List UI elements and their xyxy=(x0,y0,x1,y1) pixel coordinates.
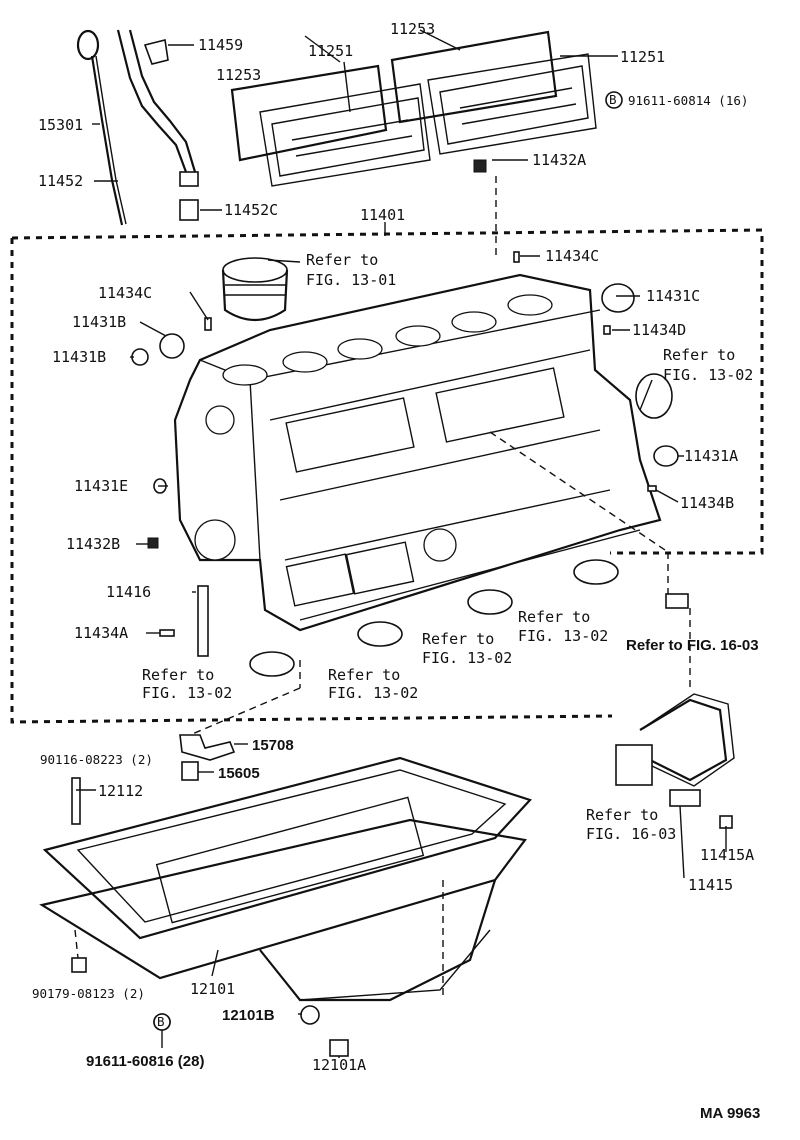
label-91611-60816: 91611-60816 (28) xyxy=(86,1053,204,1070)
b-badge-icon: B xyxy=(153,1013,171,1031)
label-91611-60814: 91611-60814 (16) xyxy=(628,93,748,108)
label-11452: 11452 xyxy=(38,172,83,190)
label-11251-left: 11251 xyxy=(308,42,353,60)
label-11431c: 11431C xyxy=(646,287,700,305)
label-90179-08123: 90179-08123 (2) xyxy=(32,986,145,1001)
cylinder-block xyxy=(173,273,662,632)
bearings xyxy=(249,559,619,677)
figure-code: MA 9963 xyxy=(700,1105,760,1122)
label-15605: 15605 xyxy=(218,765,260,782)
side-cover-gaskets xyxy=(230,30,597,187)
label-11434d: 11434D xyxy=(632,321,686,339)
piston xyxy=(221,257,289,321)
label-11431b-upper: 11431B xyxy=(72,313,126,331)
label-11452c: 11452C xyxy=(224,201,278,219)
label-ref-16-03-line1: Refer to xyxy=(586,806,658,824)
label-11431a: 11431A xyxy=(684,447,738,465)
badge-b-text: B xyxy=(157,1014,165,1029)
label-11459: 11459 xyxy=(198,36,243,54)
label-11253-left: 11253 xyxy=(216,66,261,84)
label-ref-13-02-mid-line2: FIG. 13-02 xyxy=(328,684,418,702)
label-ref-13-02-right-line2: FIG. 13-02 xyxy=(663,366,753,384)
label-ref-13-02-mid-line1: Refer to xyxy=(328,666,400,684)
label-ref-13-02-c2-line2: FIG. 13-02 xyxy=(518,627,608,645)
fuel-pipes xyxy=(615,593,735,829)
b-badge-icon: B xyxy=(605,91,623,109)
label-12112: 12112 xyxy=(98,782,143,800)
label-15301: 15301 xyxy=(38,116,83,134)
oil-nozzle-bracket xyxy=(179,734,236,781)
oil-level-gauge-guide xyxy=(116,29,199,221)
cylinder-block-assembly-boundary xyxy=(10,222,764,724)
label-ref-16-03-bold: Refer to FIG. 16-03 xyxy=(626,637,759,654)
label-11434c-top: 11434C xyxy=(545,247,599,265)
label-12101b: 12101B xyxy=(222,1007,275,1024)
badge-b-text: B xyxy=(609,92,617,107)
label-15708: 15708 xyxy=(252,737,294,754)
label-11415a: 11415A xyxy=(700,846,754,864)
label-ref-13-02-c1-line1: Refer to xyxy=(422,630,494,648)
expansion-plugs xyxy=(131,283,679,494)
label-11431e: 11431E xyxy=(74,477,128,495)
label-11432a: 11432A xyxy=(532,151,586,169)
label-90116-08223: 90116-08223 (2) xyxy=(40,752,153,767)
label-ref-13-02-c2-line1: Refer to xyxy=(518,608,590,626)
label-11432b: 11432B xyxy=(66,535,120,553)
label-11253-top: 11253 xyxy=(390,20,435,38)
label-12101a: 12101A xyxy=(312,1056,366,1074)
clamp-part xyxy=(143,39,169,65)
label-11251-right: 11251 xyxy=(620,48,665,66)
label-11416: 11416 xyxy=(106,583,151,601)
alignment-lines xyxy=(74,176,691,1000)
label-ref-16-03-line2: FIG. 16-03 xyxy=(586,825,676,843)
oil-level-gauge xyxy=(76,29,127,226)
label-11415: 11415 xyxy=(688,876,733,894)
label-11434b: 11434B xyxy=(680,494,734,512)
label-11434c-left: 11434C xyxy=(98,284,152,302)
label-11401: 11401 xyxy=(360,206,405,224)
leader-lines xyxy=(76,29,727,1058)
label-ref-13-02-c1-line2: FIG. 13-02 xyxy=(422,649,512,667)
label-ref-13-01-line1: Refer to xyxy=(306,251,378,269)
stud-bolt xyxy=(197,585,209,657)
label-ref-13-02-right-line1: Refer to xyxy=(663,346,735,364)
drain-cocks xyxy=(147,159,487,549)
label-ref-13-02-left-line1: Refer to xyxy=(142,666,214,684)
label-ref-13-02-left-line2: FIG. 13-02 xyxy=(142,684,232,702)
oil-pan-fasteners xyxy=(71,777,349,1057)
oil-pan-gasket xyxy=(42,756,532,940)
label-11434a: 11434A xyxy=(74,624,128,642)
label-ref-13-01-line2: FIG. 13-01 xyxy=(306,271,396,289)
label-11431b-lower: 11431B xyxy=(52,348,106,366)
oil-pan xyxy=(39,818,527,1002)
label-12101: 12101 xyxy=(190,980,235,998)
